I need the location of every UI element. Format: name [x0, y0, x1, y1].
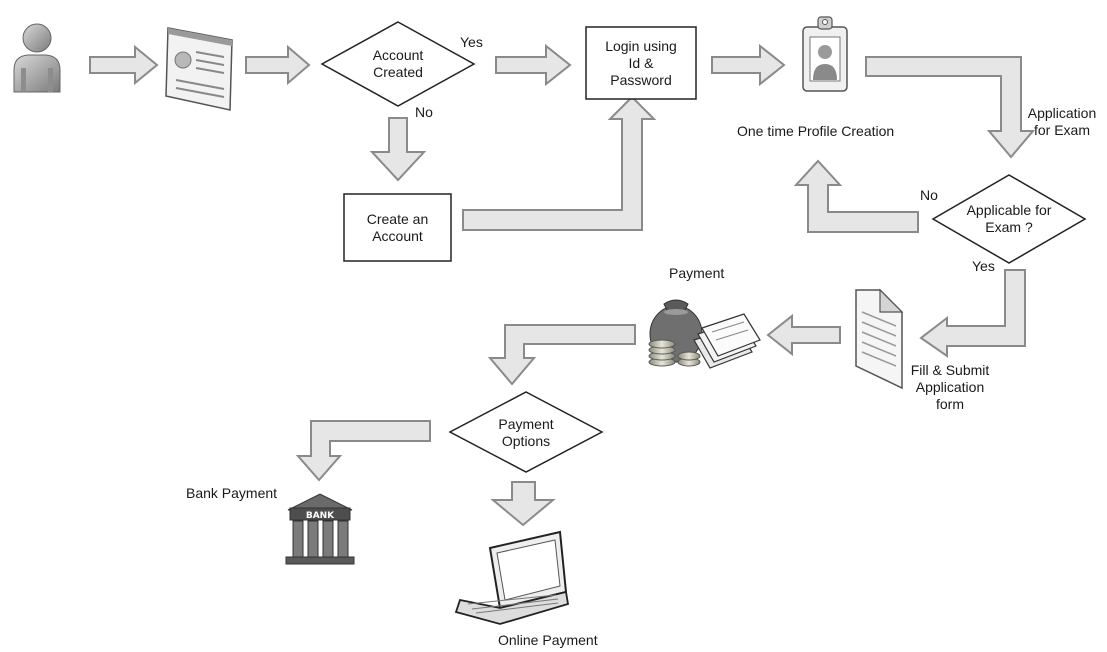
user-icon	[13, 23, 61, 93]
login-line-3: Password	[610, 71, 672, 88]
application-line-2: for Exam	[1033, 122, 1090, 138]
web-form-icon	[165, 27, 233, 111]
fill-submit-line-2: Application	[915, 378, 985, 395]
process-create-account	[343, 193, 452, 262]
id-badge-icon	[802, 16, 848, 92]
edge-label-yes-applicable: Yes	[972, 258, 995, 274]
arrow-form-to-decision	[245, 44, 311, 86]
arrow-yes-to-login	[495, 43, 572, 87]
bank-sign-text: BANK	[306, 511, 335, 521]
arrow-create-to-login	[462, 95, 657, 231]
arrows	[89, 43, 1036, 527]
application-line-1: Application	[1027, 105, 1097, 121]
edge-label-yes-account: Yes	[460, 34, 483, 50]
application-for-exam-label: Application for Exam	[1018, 103, 1106, 141]
arrow-no-to-create	[369, 117, 427, 182]
laptop-icon	[454, 530, 570, 625]
online-payment-label: Online Payment	[498, 632, 598, 648]
arrow-doc-to-payment	[766, 313, 841, 357]
bank-payment-label: Bank Payment	[186, 485, 278, 501]
edge-label-no-account: No	[415, 104, 433, 120]
create-account-label: Create an Account	[344, 194, 451, 261]
login-label: Login using Id & Password	[586, 27, 696, 99]
fill-submit-label: Fill & Submit Application form	[904, 360, 996, 414]
process-login	[585, 26, 697, 100]
decision-applicable	[931, 174, 1087, 264]
payment-label: Payment	[669, 265, 725, 281]
fill-submit-line-3: form	[936, 395, 964, 412]
login-line-1: Login using	[605, 37, 677, 54]
arrow-options-to-online	[490, 481, 556, 527]
payment-options-label: Payment Options	[476, 414, 576, 452]
document-icon	[855, 288, 904, 390]
payment-options-line-2: Options	[501, 433, 551, 449]
arrow-user-to-form	[89, 44, 159, 86]
profile-label: One time Profile Creation	[737, 123, 895, 139]
shapes	[320, 21, 1087, 473]
arrow-profile-to-application	[865, 56, 1036, 159]
edge-label-no-applicable: No	[920, 187, 938, 203]
arrow-payment-to-options	[487, 324, 636, 386]
account-created-label: Account Created	[348, 44, 448, 84]
arrow-no-back-to-profile	[793, 159, 919, 233]
account-created-line-2: Created	[373, 64, 423, 80]
money-bag-icon	[648, 299, 761, 369]
arrow-yes-to-fill	[919, 269, 1026, 358]
account-created-line-1: Account	[372, 47, 424, 63]
bank-building-icon: BANK	[285, 493, 355, 565]
create-account-line-2: Account	[372, 227, 423, 244]
fill-submit-line-1: Fill & Submit	[910, 361, 990, 378]
create-account-line-1: Create an	[366, 210, 429, 227]
applicable-line-2: Exam ?	[985, 219, 1033, 235]
decision-payment-options	[448, 391, 604, 473]
decision-account-created	[320, 21, 476, 107]
applicable-line-1: Applicable for	[966, 202, 1052, 218]
arrow-options-to-bank	[295, 420, 431, 482]
payment-options-line-1: Payment	[498, 416, 554, 432]
arrow-login-to-profile	[711, 43, 786, 87]
applicable-label: Applicable for Exam ?	[950, 200, 1068, 238]
login-line-2: Id &	[628, 54, 654, 71]
